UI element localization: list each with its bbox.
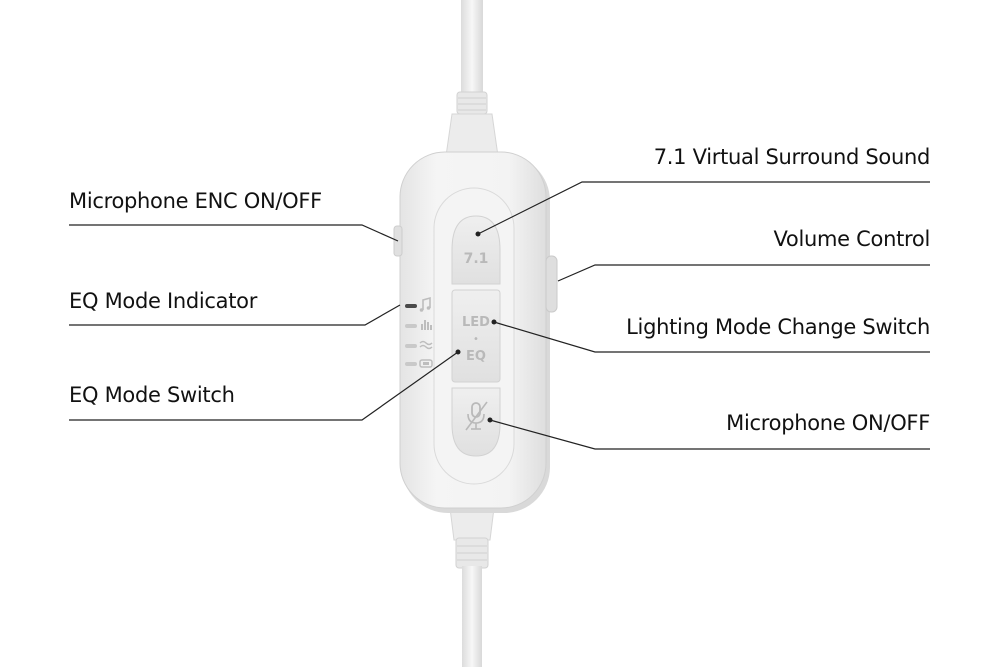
wave-icon <box>419 340 433 350</box>
leader-line-volume <box>557 264 930 282</box>
game-icon <box>419 359 433 368</box>
leader-line-mic <box>489 419 930 450</box>
led-button-label: LED <box>462 315 490 330</box>
top-cable <box>445 0 499 157</box>
led-eq-button[interactable]: LED • EQ <box>451 289 501 383</box>
label-surround: 7.1 Virtual Surround Sound <box>653 145 931 169</box>
label-eq-indicator: EQ Mode Indicator <box>69 289 258 313</box>
leader-line-mic-enc <box>69 224 399 242</box>
bottom-cable <box>449 507 495 667</box>
label-volume: Volume Control <box>773 227 931 251</box>
label-mic-enc: Microphone ENC ON/OFF <box>69 189 322 213</box>
label-mic: Microphone ON/OFF <box>726 411 930 435</box>
led-eq-separator: • <box>473 334 479 345</box>
microphone-muted-icon <box>465 401 488 431</box>
leader-line-eq-switch <box>69 351 459 421</box>
surround-button-label: 7.1 <box>464 251 489 267</box>
eq-button-label: EQ <box>466 349 486 364</box>
label-eq-switch: EQ Mode Switch <box>69 383 235 407</box>
leader-lines <box>69 181 930 450</box>
mic-button[interactable] <box>451 387 501 457</box>
label-lighting: Lighting Mode Change Switch <box>626 315 930 339</box>
surround-button[interactable]: 7.1 <box>451 215 501 285</box>
bar-chart-icon <box>421 320 432 330</box>
leader-line-surround <box>477 181 930 235</box>
leader-line-lighting <box>493 321 930 353</box>
leader-line-eq-indicator <box>69 304 401 326</box>
eq-indicator-leds <box>405 296 433 368</box>
leader-dots <box>455 231 497 423</box>
music-note-icon <box>419 296 431 312</box>
